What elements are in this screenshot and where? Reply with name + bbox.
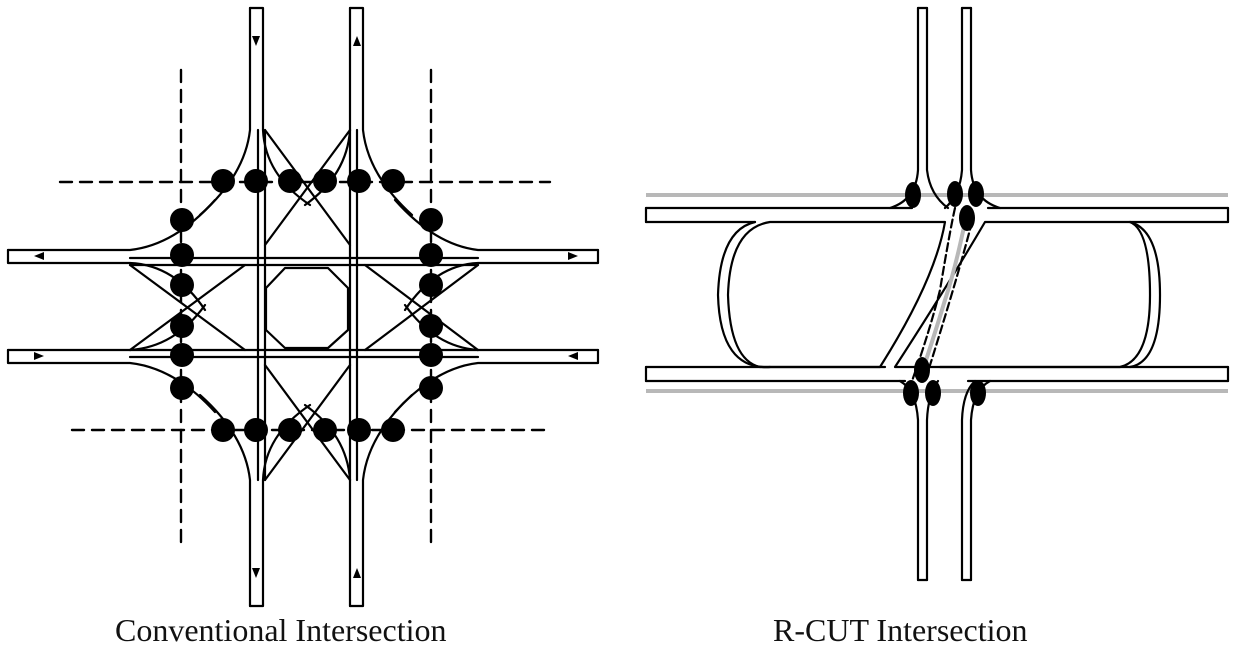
crossover-lanes	[910, 206, 974, 383]
conventional-intersection-panel: Conventional Intersection	[0, 0, 620, 653]
central-octagon	[264, 266, 350, 350]
conflict-point	[244, 169, 268, 193]
conflict-point	[211, 169, 235, 193]
conventional-intersection-caption: Conventional Intersection	[115, 612, 447, 648]
rcut-intersection-diagram	[644, 6, 1230, 582]
conflict-point	[278, 169, 302, 193]
conflict-point	[925, 380, 941, 406]
conflict-point	[313, 169, 337, 193]
conflict-point	[419, 243, 443, 267]
conflict-point	[970, 380, 986, 406]
conflict-point	[914, 357, 930, 383]
conflict-point	[959, 205, 975, 231]
conflict-point	[170, 273, 194, 297]
conflict-point	[347, 418, 371, 442]
conflict-point	[170, 208, 194, 232]
conflict-point	[419, 208, 443, 232]
minor-road-south	[898, 379, 992, 582]
conflict-point	[419, 314, 443, 338]
conflict-point	[968, 181, 984, 207]
conventional-intersection-diagram	[6, 6, 600, 608]
conflict-point	[313, 418, 337, 442]
conflict-point	[419, 273, 443, 297]
right-uturn	[1128, 220, 1162, 369]
conflict-point	[381, 418, 405, 442]
left-median-island	[726, 220, 947, 369]
conflict-point	[211, 418, 235, 442]
conflict-point	[244, 418, 268, 442]
conflict-point	[278, 418, 302, 442]
left-turn-paths	[128, 128, 480, 482]
conflict-point	[170, 314, 194, 338]
conflict-points	[903, 181, 986, 406]
conflict-point	[903, 380, 919, 406]
conflict-point	[381, 169, 405, 193]
conflict-point	[170, 243, 194, 267]
rcut-intersection-panel: R-CUT Intersection	[620, 0, 1246, 653]
boundary-dashed-lines	[58, 68, 552, 550]
conflict-point	[170, 343, 194, 367]
conflict-points	[170, 169, 443, 442]
conflict-point	[947, 181, 963, 207]
conflict-point	[419, 343, 443, 367]
direction-arrows	[34, 36, 578, 578]
left-uturn	[716, 220, 772, 369]
conflict-point	[170, 376, 194, 400]
minor-road-north	[888, 6, 1002, 210]
conflict-point	[905, 182, 921, 208]
conflict-point	[347, 169, 371, 193]
right-median-island	[893, 220, 1152, 369]
conflict-point	[419, 376, 443, 400]
rcut-intersection-caption: R-CUT Intersection	[773, 612, 1028, 648]
crossover-median-stripe	[917, 221, 967, 382]
